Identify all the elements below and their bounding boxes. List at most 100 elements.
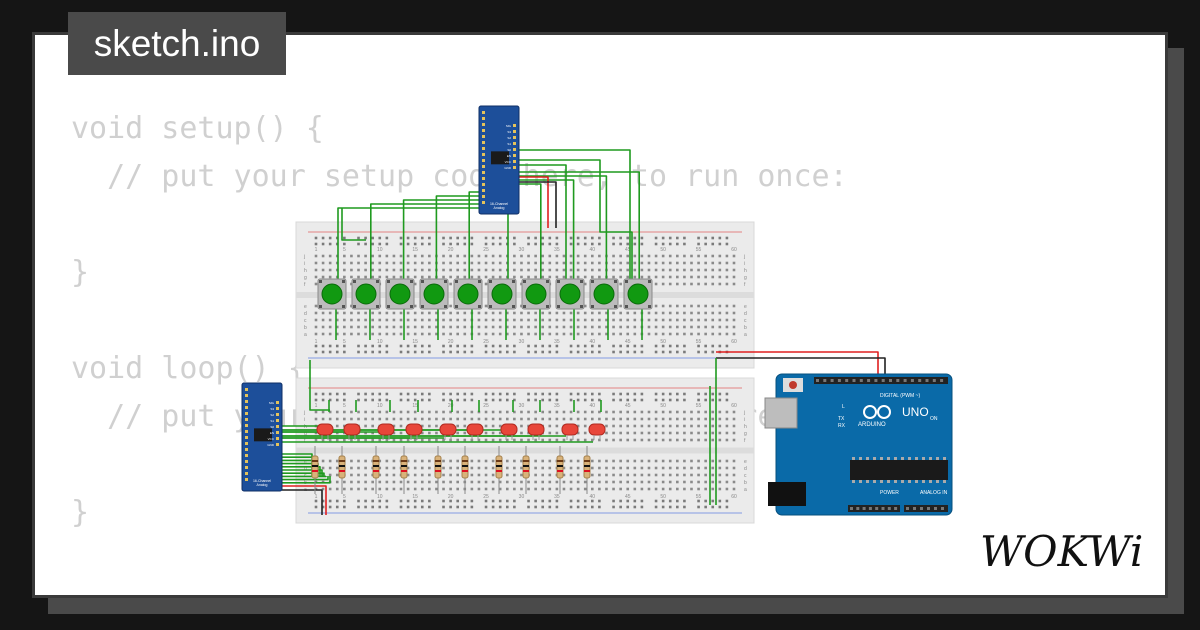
- breadboard-hole: [626, 332, 630, 336]
- rail-hole: [378, 242, 382, 246]
- rail-hole: [555, 392, 559, 396]
- breadboard-hole: [335, 480, 339, 484]
- breadboard-hole: [711, 304, 715, 308]
- breadboard-bottom: 1155101015152020252530303535404045455050…: [295, 377, 755, 524]
- resistor: [400, 446, 408, 494]
- rail-hole: [704, 392, 707, 396]
- breadboard-hole: [420, 325, 424, 329]
- rail-hole: [428, 392, 431, 396]
- breadboard-hole: [491, 424, 495, 428]
- breadboard-hole: [583, 410, 587, 414]
- breadboard-hole: [661, 480, 665, 484]
- breadboard-hole: [392, 487, 396, 491]
- file-tab[interactable]: sketch.ino: [68, 12, 286, 75]
- digital-header: [814, 377, 948, 384]
- rail-hole: [498, 505, 502, 509]
- breadboard-hole: [548, 275, 552, 279]
- resistor-band: [462, 465, 468, 467]
- rail-hole: [335, 499, 339, 503]
- rail-hole: [619, 242, 622, 246]
- rail-hole: [683, 499, 686, 503]
- rail-hole: [364, 499, 367, 503]
- mux-pin: [513, 124, 516, 127]
- breadboard-hole: [335, 473, 339, 477]
- breadboard-hole: [661, 466, 665, 470]
- rail-hole: [406, 505, 410, 509]
- breadboard-hole: [314, 318, 318, 322]
- breadboard-hole: [555, 261, 559, 265]
- breadboard-hole: [697, 254, 700, 258]
- rail-hole: [534, 505, 537, 509]
- breadboard-hole: [491, 480, 495, 484]
- breadboard-hole: [668, 325, 672, 329]
- pushbutton-pin: [625, 280, 628, 283]
- breadboard-hole: [413, 268, 417, 272]
- breadboard-hole: [449, 325, 452, 329]
- breadboard-hole: [357, 466, 360, 470]
- column-number: 60: [731, 403, 737, 409]
- breadboard-hole: [668, 275, 672, 279]
- breadboard-hole: [591, 311, 594, 315]
- pushbutton-pin: [512, 280, 515, 283]
- rail-hole: [364, 505, 367, 509]
- pushbutton-cap: [627, 283, 649, 305]
- rail-hole: [591, 236, 594, 240]
- rail-hole: [626, 242, 630, 246]
- rail-hole: [470, 398, 474, 402]
- breadboard-hole: [704, 275, 707, 279]
- rail-hole: [335, 344, 339, 348]
- breadboard-hole: [406, 438, 410, 442]
- breadboard-hole: [328, 417, 332, 421]
- rail-hole: [633, 242, 637, 246]
- rail-hole: [725, 242, 729, 246]
- breadboard-hole: [598, 473, 601, 477]
- rail-hole: [463, 392, 467, 396]
- breadboard-hole: [704, 268, 707, 272]
- pushbutton-pin: [444, 305, 447, 308]
- breadboard-hole: [385, 487, 389, 491]
- rail-hole: [548, 236, 552, 240]
- pushbutton-pin: [614, 305, 617, 308]
- rail-hole: [470, 392, 474, 396]
- breadboard-hole: [364, 261, 367, 265]
- breadboard-hole: [413, 466, 417, 470]
- rail-hole: [633, 350, 637, 354]
- resistor-band: [557, 470, 563, 472]
- rail-hole: [619, 398, 622, 402]
- breadboard-hole: [562, 318, 566, 322]
- breadboard-hole: [413, 261, 417, 265]
- rail-hole: [314, 344, 318, 348]
- breadboard-hole: [321, 318, 325, 322]
- rail-hole: [591, 499, 594, 503]
- rail-hole: [683, 242, 686, 246]
- breadboard-hole: [392, 431, 396, 435]
- breadboard-hole: [683, 332, 686, 336]
- resistor: [556, 446, 564, 494]
- breadboard-hole: [484, 431, 488, 435]
- breadboard-hole: [491, 466, 495, 470]
- resistor-band: [496, 460, 502, 462]
- breadboard-hole: [357, 332, 360, 336]
- breadboard-hole: [498, 431, 502, 435]
- on-label: ON: [930, 416, 938, 422]
- rail-hole: [513, 398, 516, 402]
- rail-hole: [420, 505, 424, 509]
- breadboard-hole: [668, 410, 672, 414]
- breadboard-hole: [640, 431, 644, 435]
- breadboard-hole: [605, 424, 608, 428]
- breadboard-hole: [527, 268, 530, 272]
- breadboard-hole: [711, 275, 715, 279]
- breadboard-hole: [477, 487, 481, 491]
- breadboard-hole: [548, 487, 552, 491]
- rail-hole: [456, 242, 459, 246]
- breadboard-hole: [626, 410, 630, 414]
- header-pin: [906, 507, 909, 510]
- breadboard-hole: [668, 318, 672, 322]
- rail-hole: [718, 398, 722, 402]
- breadboard-hole: [413, 318, 417, 322]
- rail-hole: [328, 398, 332, 402]
- rail-hole: [569, 344, 573, 348]
- rail-hole: [463, 242, 467, 246]
- rail-hole: [718, 236, 722, 240]
